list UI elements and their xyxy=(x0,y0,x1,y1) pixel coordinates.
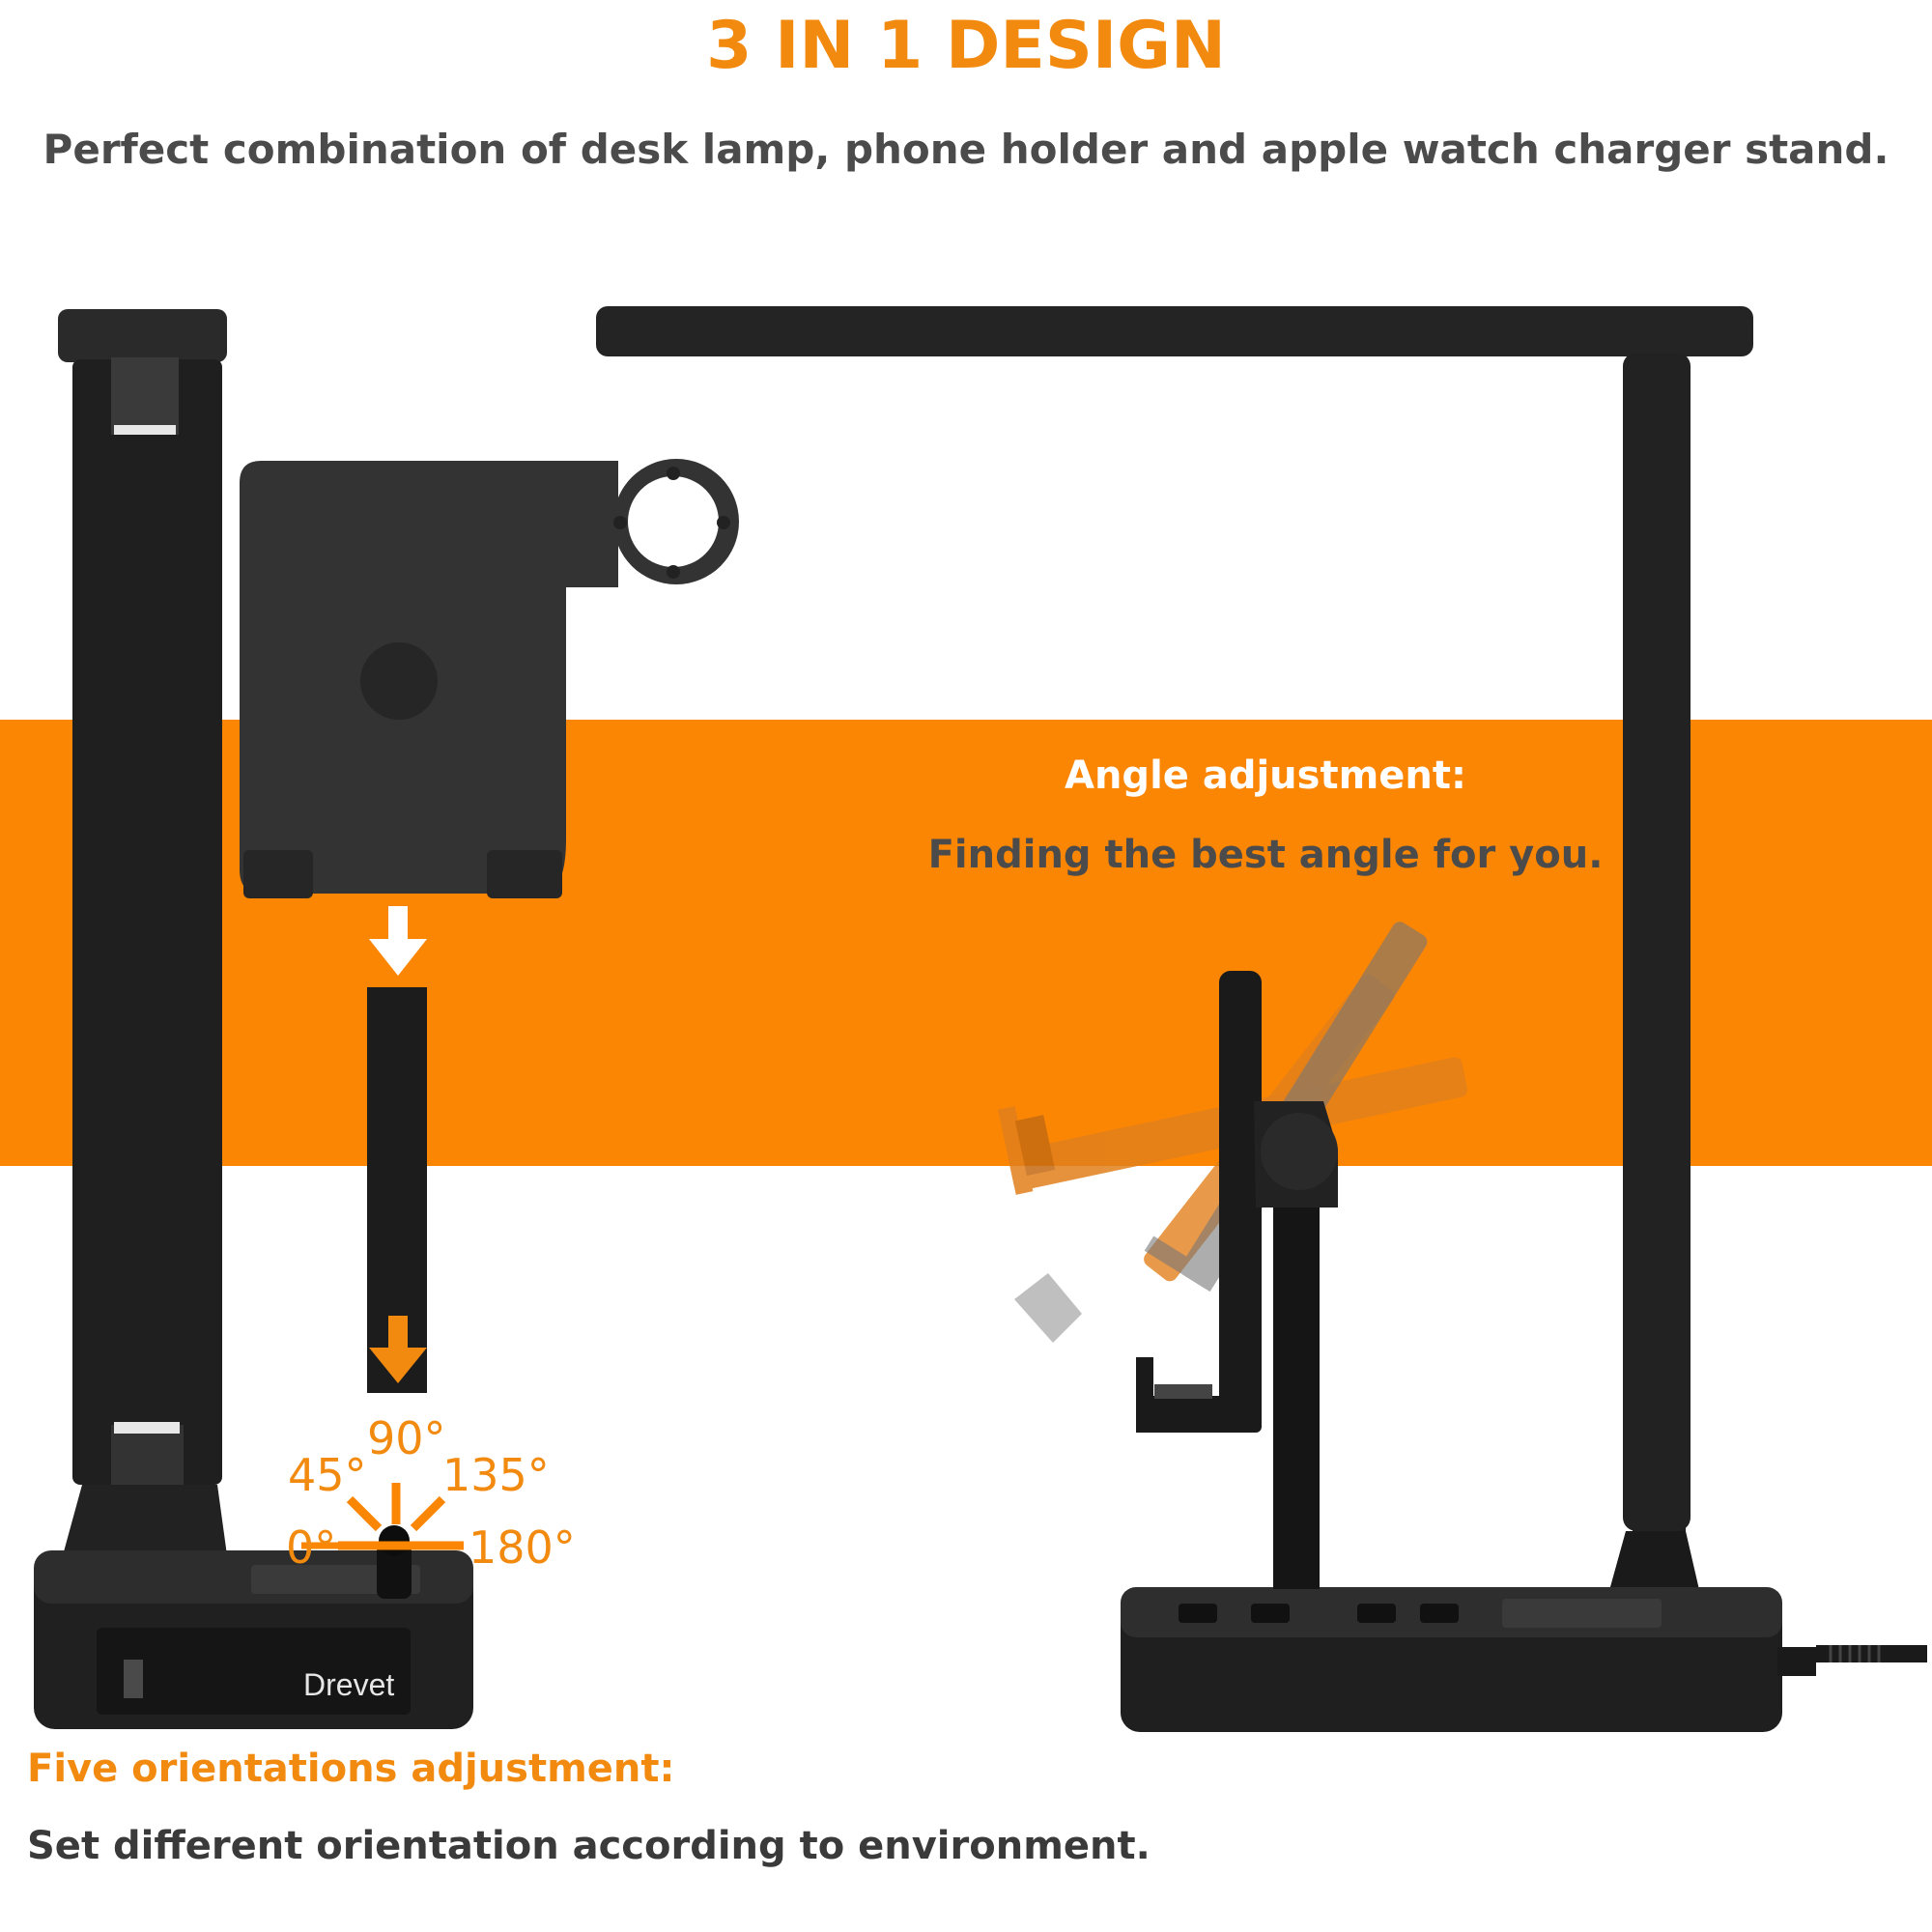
brand-logo-text: Drevet xyxy=(303,1667,395,1702)
orientation-heading: Five orientations adjustment: xyxy=(27,1747,675,1791)
page-title: 3 IN 1 DESIGN xyxy=(706,8,1226,84)
orientation-description: Set different orientation according to e… xyxy=(27,1824,1151,1868)
degree-label-180: 180° xyxy=(469,1521,576,1574)
angle-adjustment-heading: Angle adjustment: xyxy=(1065,753,1466,798)
angle-adjustment-description: Finding the best angle for you. xyxy=(927,833,1604,877)
degree-label-90: 90° xyxy=(367,1412,446,1464)
degree-label-0: 0° xyxy=(286,1521,337,1574)
desk-lamp xyxy=(596,306,1927,1732)
orientation-rays xyxy=(301,1483,464,1550)
degree-label-135: 135° xyxy=(442,1449,550,1501)
page-subtitle: Perfect combination of desk lamp, phone … xyxy=(43,126,1889,173)
folded-lamp xyxy=(34,309,473,1729)
phone-holder xyxy=(998,922,1468,1589)
degree-label-45: 45° xyxy=(288,1449,367,1501)
assembly-arrows xyxy=(367,906,427,1393)
charger-plate xyxy=(240,459,739,898)
